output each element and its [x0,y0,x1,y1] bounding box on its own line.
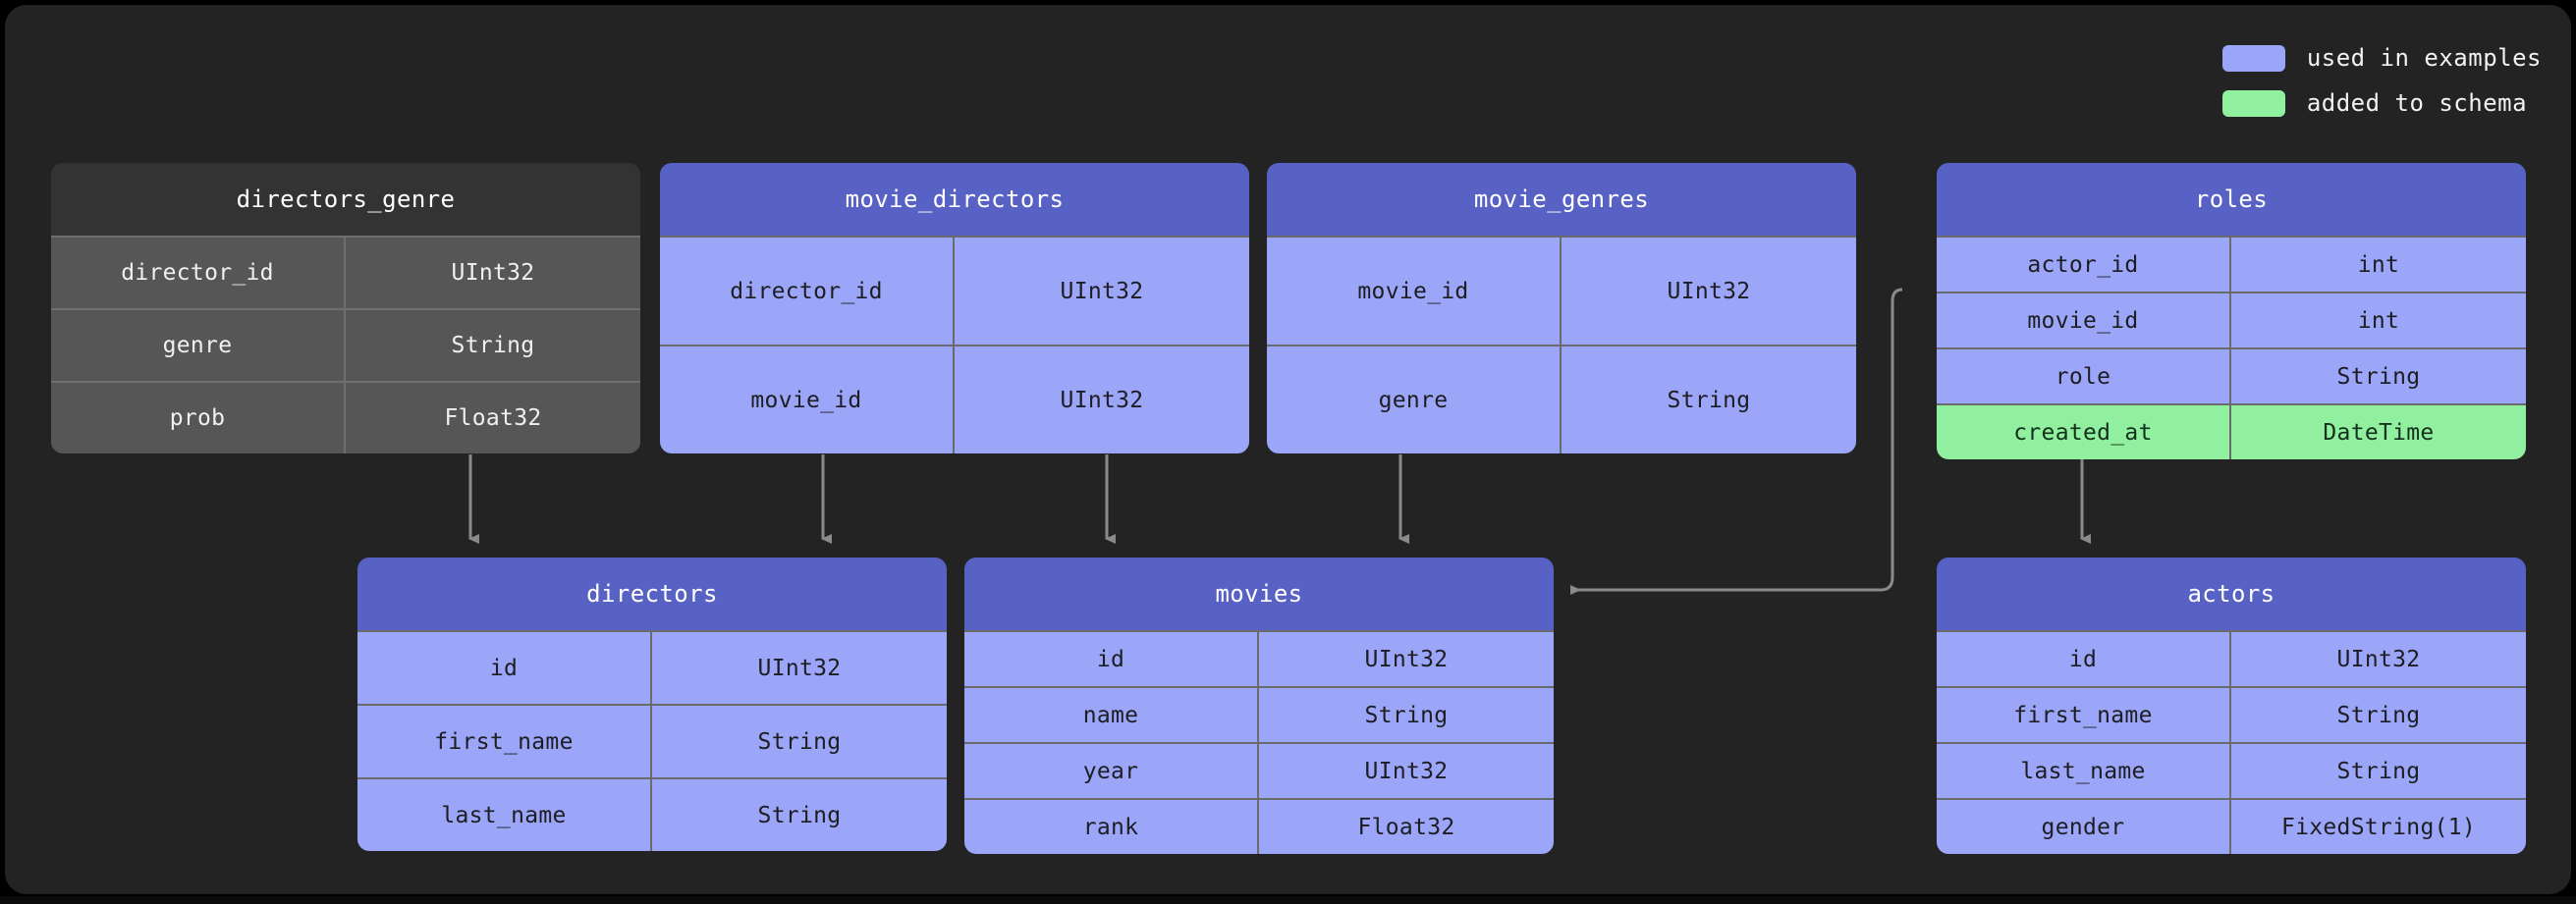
column-name: last_name [357,779,652,851]
column-name: actor_id [1937,238,2231,292]
column-name: movie_id [1267,238,1562,345]
column-name: created_at [1937,405,2231,459]
column-type: Float32 [444,405,542,431]
legend-swatch-added-to-schema [2221,89,2285,117]
column-name: genre [1267,346,1562,453]
table-row[interactable]: last_name String [357,777,947,851]
table-row[interactable]: id UInt32 [1937,630,2526,686]
column-name: gender [1937,800,2231,854]
column-type: UInt32 [1364,646,1449,672]
table-row[interactable]: genre String [51,308,640,381]
column-name: prob [51,383,346,453]
column-type: int [2357,251,2400,278]
table-movie-directors[interactable]: movie_directors director_id UInt32 movie… [660,163,1249,453]
table-row[interactable]: director_id UInt32 [51,236,640,308]
column-name: first_name [1937,688,2231,742]
table-row[interactable]: name String [964,686,1554,742]
table-row[interactable]: last_name String [1937,742,2526,798]
column-name: id [1937,632,2231,686]
column-type: int [2357,307,2400,334]
table-row[interactable]: director_id UInt32 [660,236,1249,345]
column-type: String [757,728,842,755]
table-row[interactable]: gender FixedString(1) [1937,798,2526,854]
table-row[interactable]: movie_id int [1937,292,2526,347]
column-type: String [451,333,535,358]
column-name: last_name [1937,744,2231,798]
column-type: UInt32 [451,260,535,286]
table-title-directors: directors [357,558,947,630]
table-row[interactable]: id UInt32 [357,630,947,704]
table-row[interactable]: prob Float32 [51,381,640,453]
diagram-canvas: used in examples added to schema directo… [5,5,2571,894]
column-type: UInt32 [2336,646,2421,672]
column-name: year [964,744,1259,798]
table-row[interactable]: year UInt32 [964,742,1554,798]
column-name: rank [964,800,1259,854]
table-directors-genre[interactable]: directors_genre director_id UInt32 genre… [51,163,640,453]
column-type: String [1667,387,1751,413]
table-movie-genres[interactable]: movie_genres movie_id UInt32 genre Strin… [1267,163,1856,453]
table-title-movies: movies [964,558,1554,630]
legend-swatch-used-in-examples [2221,44,2285,72]
column-type: UInt32 [1364,758,1449,784]
table-title-roles: roles [1937,163,2526,236]
table-title-movie-genres: movie_genres [1267,163,1856,236]
column-name: role [1937,349,2231,403]
column-type: UInt32 [1667,278,1751,304]
column-name: director_id [51,238,346,308]
table-title-actors: actors [1937,558,2526,630]
column-type: String [757,802,842,828]
column-type: FixedString(1) [2280,814,2477,840]
table-row[interactable]: movie_id UInt32 [1267,236,1856,345]
table-row-added[interactable]: created_at DateTime [1937,403,2526,459]
window-bottom-edge [0,896,2576,904]
table-row[interactable]: first_name String [1937,686,2526,742]
table-row[interactable]: first_name String [357,704,947,777]
column-type: Float32 [1357,814,1455,840]
column-name: first_name [357,706,652,777]
table-row[interactable]: id UInt32 [964,630,1554,686]
table-row[interactable]: rank Float32 [964,798,1554,854]
column-name: id [357,632,652,704]
table-row[interactable]: movie_id UInt32 [660,345,1249,453]
column-type: UInt32 [757,655,842,681]
legend: used in examples added to schema [2221,44,2542,117]
legend-item-used-in-examples: used in examples [2221,44,2542,72]
column-type: String [1364,702,1449,728]
legend-item-added-to-schema: added to schema [2221,89,2542,117]
table-roles[interactable]: roles actor_id int movie_id int role Str… [1937,163,2526,459]
column-type: String [2336,363,2421,390]
column-type: UInt32 [1060,278,1144,304]
legend-label-used-in-examples: used in examples [2306,44,2542,72]
table-movies[interactable]: movies id UInt32 name String year UInt32… [964,558,1554,854]
column-name: id [964,632,1259,686]
table-actors[interactable]: actors id UInt32 first_name String last_… [1937,558,2526,854]
column-type: UInt32 [1060,387,1144,413]
column-type: String [2336,758,2421,784]
column-name: director_id [660,238,955,345]
table-row[interactable]: role String [1937,347,2526,403]
table-row[interactable]: actor_id int [1937,236,2526,292]
table-title-movie-directors: movie_directors [660,163,1249,236]
table-title-directors-genre: directors_genre [51,163,640,236]
column-type: DateTime [2323,419,2435,446]
column-name: movie_id [660,346,955,453]
legend-label-added-to-schema: added to schema [2306,89,2528,117]
column-name: name [964,688,1259,742]
table-row[interactable]: genre String [1267,345,1856,453]
column-type: String [2336,702,2421,728]
column-name: genre [51,310,346,381]
table-directors[interactable]: directors id UInt32 first_name String la… [357,558,947,851]
column-name: movie_id [1937,293,2231,347]
